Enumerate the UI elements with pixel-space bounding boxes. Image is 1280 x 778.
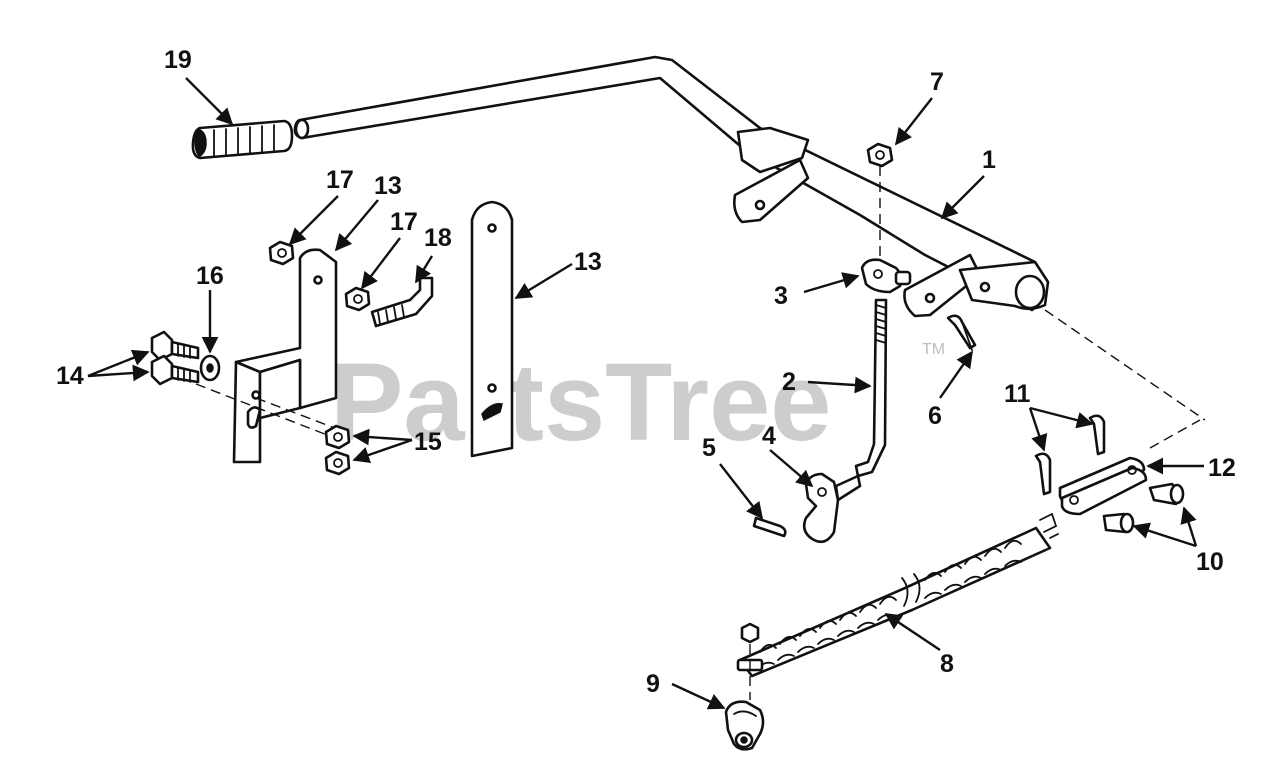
part-16-washer[interactable] [199, 354, 221, 382]
leader-11-left [1028, 407, 1048, 452]
part-9-clip-fastener[interactable] [724, 700, 765, 751]
part-5-cotter-pin[interactable] [752, 516, 787, 538]
leader-15-upper [352, 428, 413, 446]
callout-17b[interactable]: 17 [390, 208, 418, 236]
part-17-nut-mid[interactable] [344, 286, 371, 312]
callout-12[interactable]: 12 [1208, 454, 1236, 482]
leader-8 [884, 613, 941, 651]
callout-19[interactable]: 19 [164, 46, 192, 74]
part-19-handle-grip[interactable] [191, 119, 294, 160]
callout-9[interactable]: 9 [646, 670, 660, 698]
leader-19 [185, 77, 234, 126]
callout-18[interactable]: 18 [424, 224, 452, 252]
leader-11-right [1029, 406, 1094, 429]
callout-labels: 19 7 1 17 13 17 18 13 16 3 14 2 6 11 15 … [56, 46, 1236, 698]
part-10-clevis-pin-upper[interactable] [1148, 482, 1185, 506]
part-8-chain-nut[interactable] [740, 622, 760, 644]
leader-5 [719, 463, 764, 520]
watermark: PartsTree TM [330, 341, 945, 464]
callout-2[interactable]: 2 [782, 368, 796, 396]
watermark-trademark: TM [922, 341, 945, 358]
part-14-bolt-upper[interactable] [150, 330, 200, 362]
callout-15[interactable]: 15 [414, 428, 442, 456]
assembly-line-12 [1149, 419, 1201, 449]
part-8-chain[interactable] [736, 512, 1059, 678]
part-3-swivel[interactable] [860, 258, 912, 294]
callout-7[interactable]: 7 [930, 68, 944, 96]
leader-13a [334, 199, 379, 252]
part-4-clevis[interactable] [802, 472, 862, 544]
callout-13b[interactable]: 13 [574, 248, 602, 276]
leader-18 [414, 255, 434, 284]
part-13-l-bracket[interactable] [232, 248, 338, 464]
callout-13a[interactable]: 13 [374, 172, 402, 200]
callout-16[interactable]: 16 [196, 262, 224, 290]
part-11-hairpin-clip-left[interactable] [1034, 452, 1052, 496]
part-10-clevis-pin-lower[interactable] [1102, 512, 1135, 534]
assembly-line-1 [1044, 309, 1206, 421]
part-15-nut-lower[interactable] [324, 450, 351, 476]
leader-17b [360, 237, 401, 290]
leader-9 [671, 682, 726, 710]
assembly-line-14 [195, 383, 341, 441]
leader-2 [807, 376, 872, 394]
part-12-link-plates[interactable] [1058, 419, 1201, 516]
part-11-hairpin-clip-right[interactable] [1088, 414, 1106, 456]
callout-6[interactable]: 6 [928, 402, 942, 430]
callout-4[interactable]: 4 [762, 422, 776, 450]
part-13-flat-strap[interactable] [470, 200, 514, 458]
leader-4 [769, 449, 814, 488]
leader-10-upper [1180, 506, 1198, 547]
leader-14-upper [87, 349, 150, 378]
part-17-nut-top[interactable] [268, 240, 295, 266]
part-15-nut-upper[interactable] [324, 424, 351, 450]
part-18-j-bolt[interactable] [370, 276, 434, 328]
part-1-lift-lever[interactable] [293, 55, 1050, 318]
leader-17a [288, 195, 339, 246]
watermark-text: PartsTree [330, 341, 831, 464]
callout-3[interactable]: 3 [774, 282, 788, 310]
callout-1[interactable]: 1 [982, 146, 996, 174]
leader-7 [894, 97, 933, 146]
leader-14-lower [87, 364, 150, 382]
callout-10[interactable]: 10 [1196, 548, 1224, 576]
leader-6 [939, 350, 973, 399]
callout-14[interactable]: 14 [56, 362, 84, 390]
callout-17a[interactable]: 17 [326, 166, 354, 194]
leader-3 [803, 272, 860, 294]
part-6-hairpin-clip[interactable] [946, 314, 977, 351]
leader-13b [514, 262, 573, 300]
part-14-bolt-lower[interactable] [150, 354, 200, 386]
part-2-adjustment-rod[interactable] [854, 298, 888, 478]
leader-10-lower [1132, 522, 1197, 548]
callout-8[interactable]: 8 [940, 650, 954, 678]
part-7-hex-nut[interactable] [866, 142, 894, 168]
leader-1 [940, 175, 985, 220]
leader-lines [87, 77, 1204, 710]
callout-5[interactable]: 5 [702, 434, 716, 462]
callout-11[interactable]: 11 [1004, 380, 1031, 408]
leader-15-lower [352, 438, 413, 464]
